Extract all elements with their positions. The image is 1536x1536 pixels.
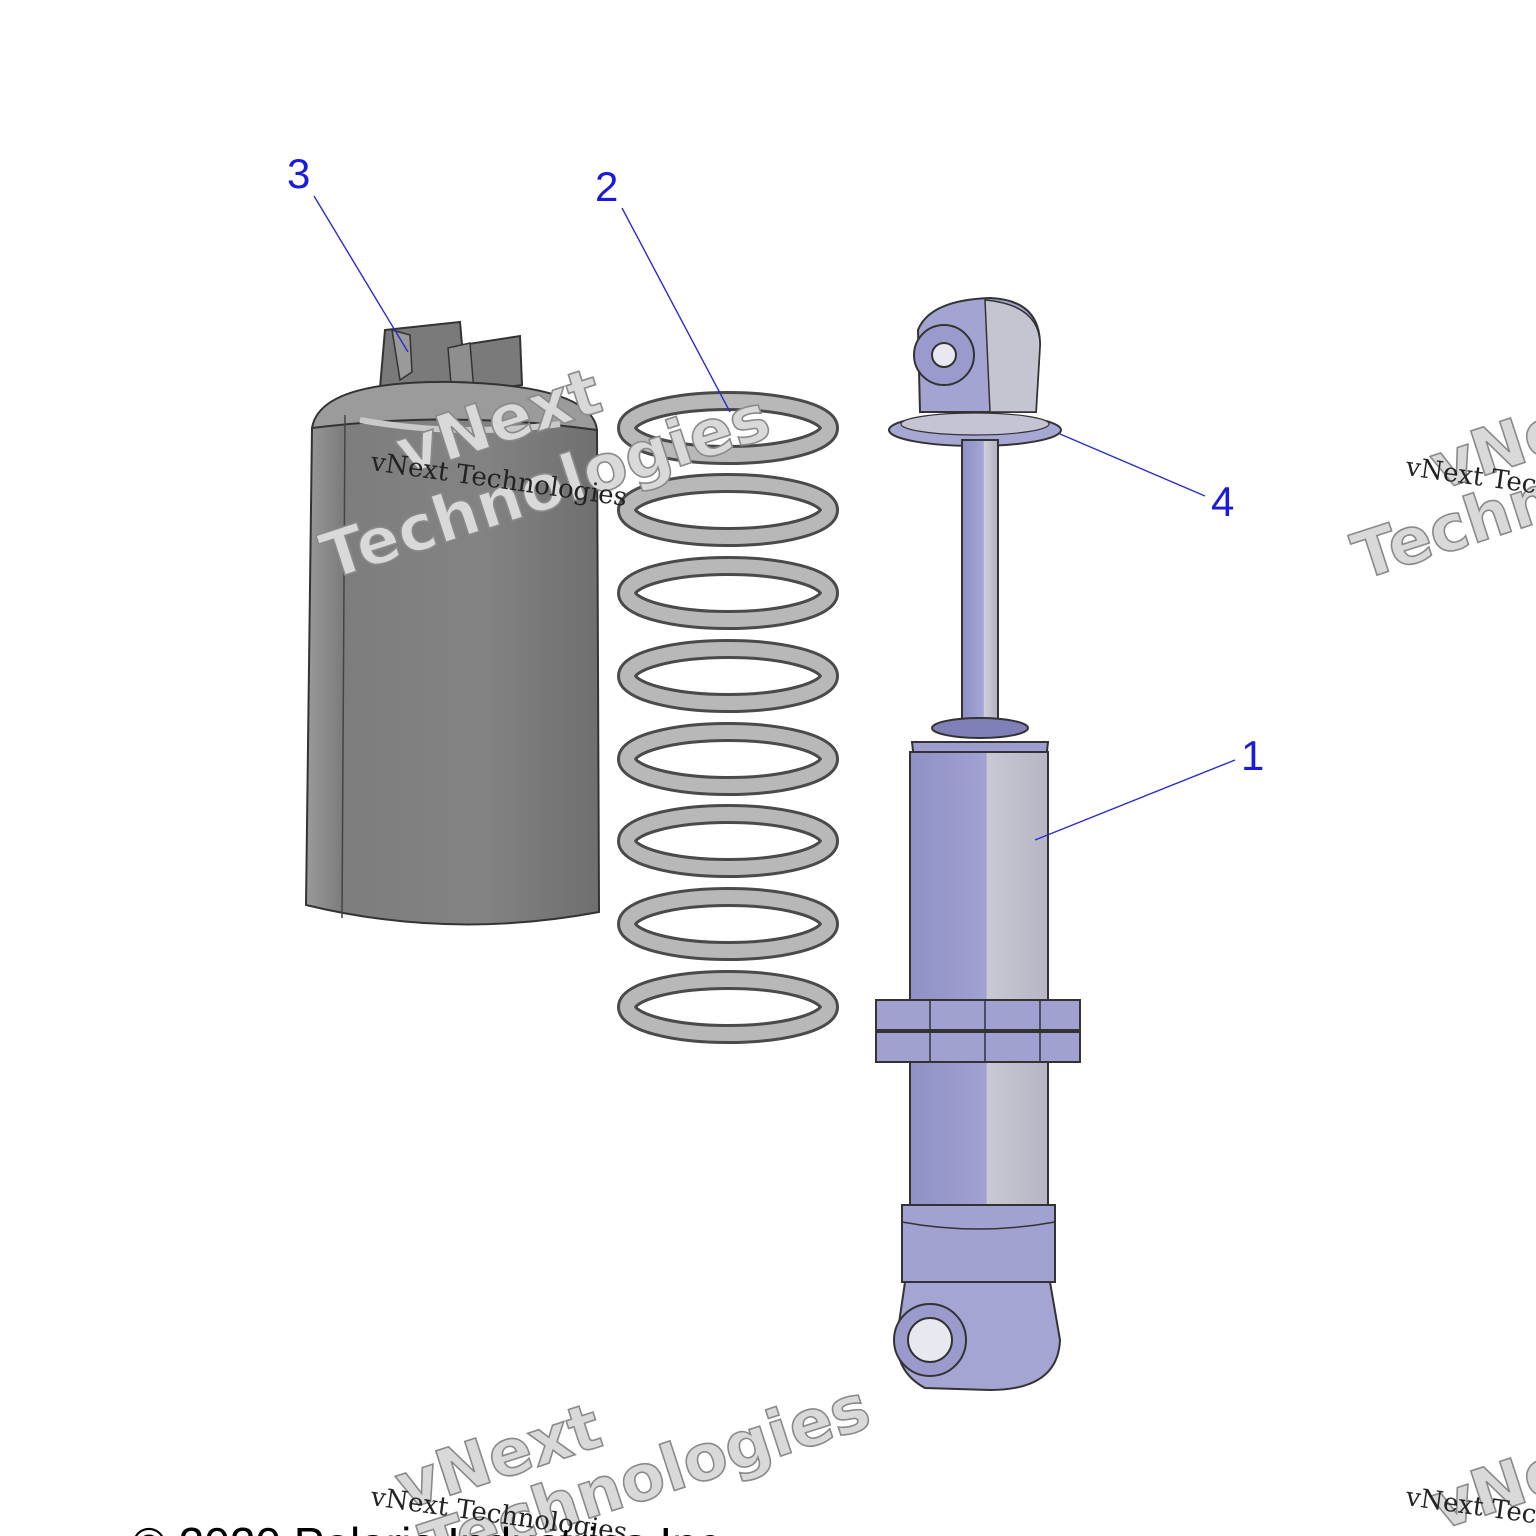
spring-seat-washer: [888, 412, 1062, 447]
callout-2: 2: [595, 163, 731, 413]
spring-coil: [617, 639, 839, 713]
callout-number: 3: [287, 150, 310, 197]
callout-1: 1: [1034, 732, 1264, 841]
spring-coil: [617, 391, 839, 465]
callout-number: 2: [595, 163, 618, 210]
callout-number: 4: [1211, 478, 1234, 525]
spring-coil: [617, 804, 839, 878]
spring-part: [617, 391, 839, 1044]
watermark-bottom-right: vNext vNext Technologies: [1403, 1409, 1536, 1536]
copyright-footer: © 2020 Polaris Industries Inc.: [132, 1518, 734, 1536]
spring-coil: [617, 887, 839, 961]
callout-number: 1: [1241, 732, 1264, 779]
watermark-bottom-left: vNext Technologies vNext Technologies: [368, 1370, 880, 1536]
shock-part: [875, 296, 1081, 1392]
boot-part: [304, 320, 601, 926]
spring-coil: [617, 970, 839, 1044]
spring-coil: [617, 556, 839, 630]
watermark-right: vNext Technologies vNext Technologies: [1343, 369, 1536, 596]
callout-4: 4: [1059, 433, 1234, 525]
spring-coil: [617, 473, 839, 547]
callout-3: 3: [287, 150, 409, 353]
spring-coil: [617, 722, 839, 796]
